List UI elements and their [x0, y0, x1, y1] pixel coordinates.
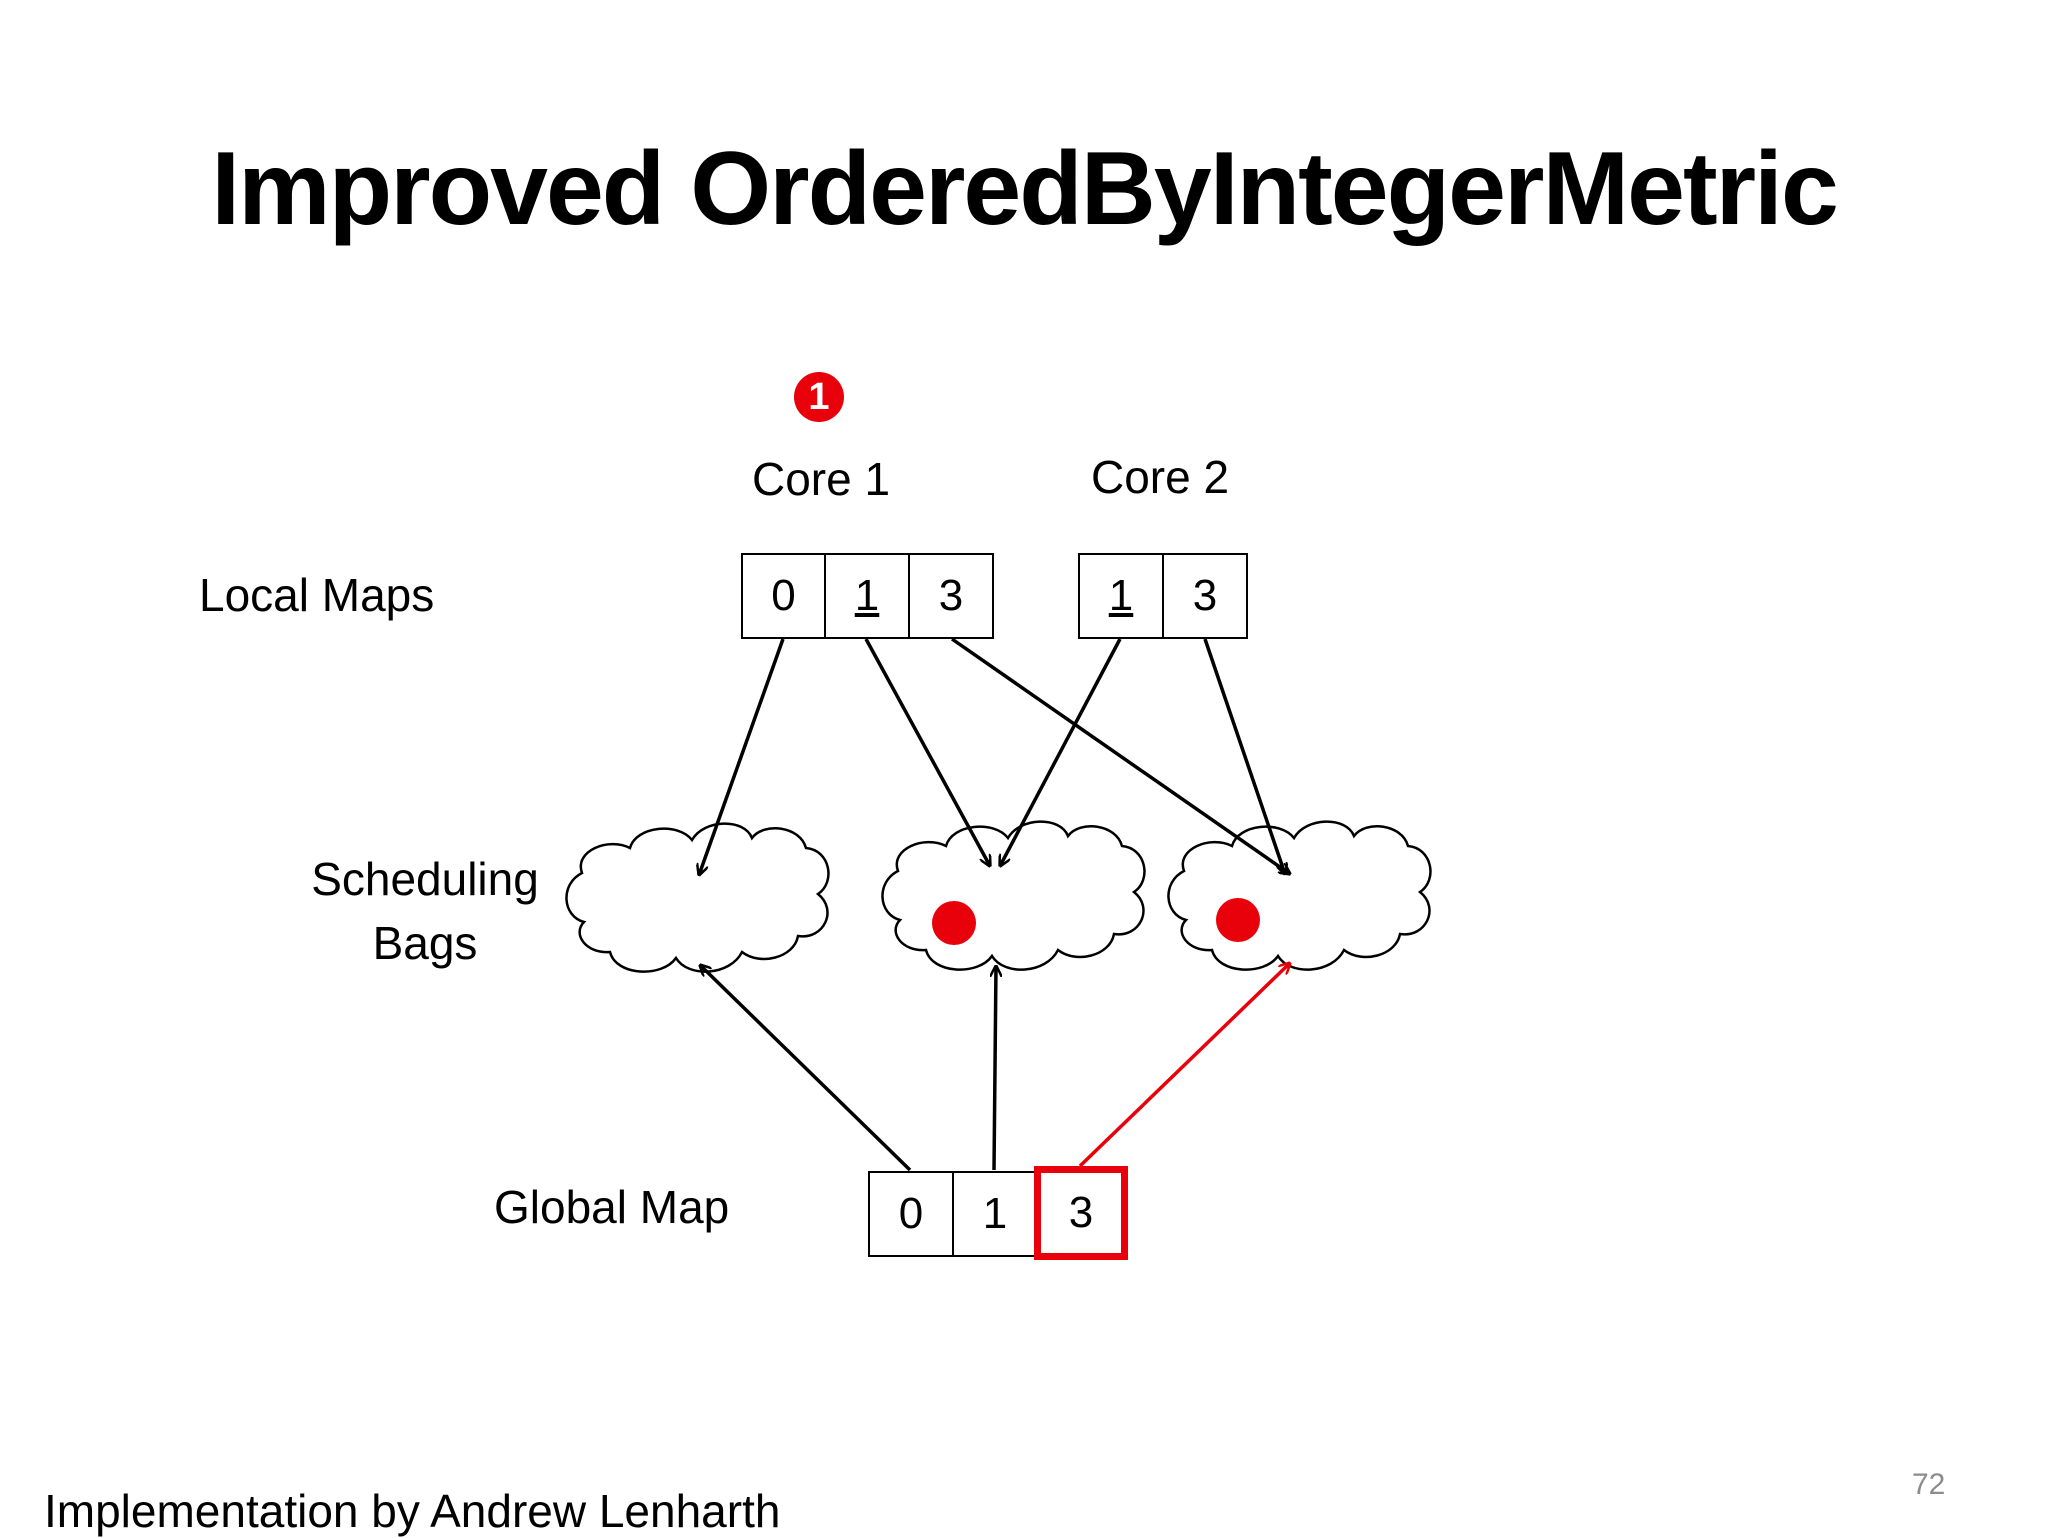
local-maps-label: Local Maps — [199, 569, 435, 621]
local-map-1-cell-0: 0 — [741, 553, 826, 639]
arrow-core1-0-to-bag1 — [699, 638, 785, 875]
global-map-label: Global Map — [494, 1181, 730, 1233]
local-map-1-cell-2: 3 — [908, 553, 994, 639]
scheduling-bag-3-cloud — [1167, 820, 1432, 971]
page-number: 72 — [1912, 1468, 1946, 1501]
local-map-2-cell-0: 1 — [1078, 553, 1164, 639]
arrow-core2-1-to-bag2 — [1000, 638, 1122, 866]
global-map-cell-1: 1 — [952, 1171, 1038, 1257]
arrow-core1-1-to-bag2 — [864, 638, 990, 866]
local-map-2-cell-1: 3 — [1162, 553, 1248, 639]
arrow-global-0-to-bag1 — [700, 965, 912, 1172]
core-1-label: Core 1 — [752, 453, 891, 505]
arrow-core2-3-to-bag3 — [1203, 638, 1285, 874]
core-2-label: Core 2 — [1091, 451, 1230, 503]
scheduling-bag-1-cloud — [565, 822, 830, 973]
bag-2-work-item — [932, 901, 976, 945]
bags-label: Bags — [372, 917, 478, 969]
global-map-cell-0: 0 — [868, 1171, 954, 1257]
arrow-global-3-to-bag3 — [1078, 963, 1290, 1168]
footer-credit: Implementation by Andrew Lenharth — [44, 1485, 781, 1537]
bag-3-work-item — [1216, 898, 1260, 942]
slide-title: Improved OrderedByIntegerMetric — [211, 131, 1839, 247]
arrow-global-1-to-bag2 — [994, 966, 996, 1171]
arrow-core1-3-to-bag3 — [951, 637, 1290, 874]
step-badge: 1 — [794, 372, 844, 422]
scheduling-label: Scheduling — [311, 853, 539, 905]
global-map-cell-2-highlighted: 3 — [1034, 1166, 1128, 1260]
